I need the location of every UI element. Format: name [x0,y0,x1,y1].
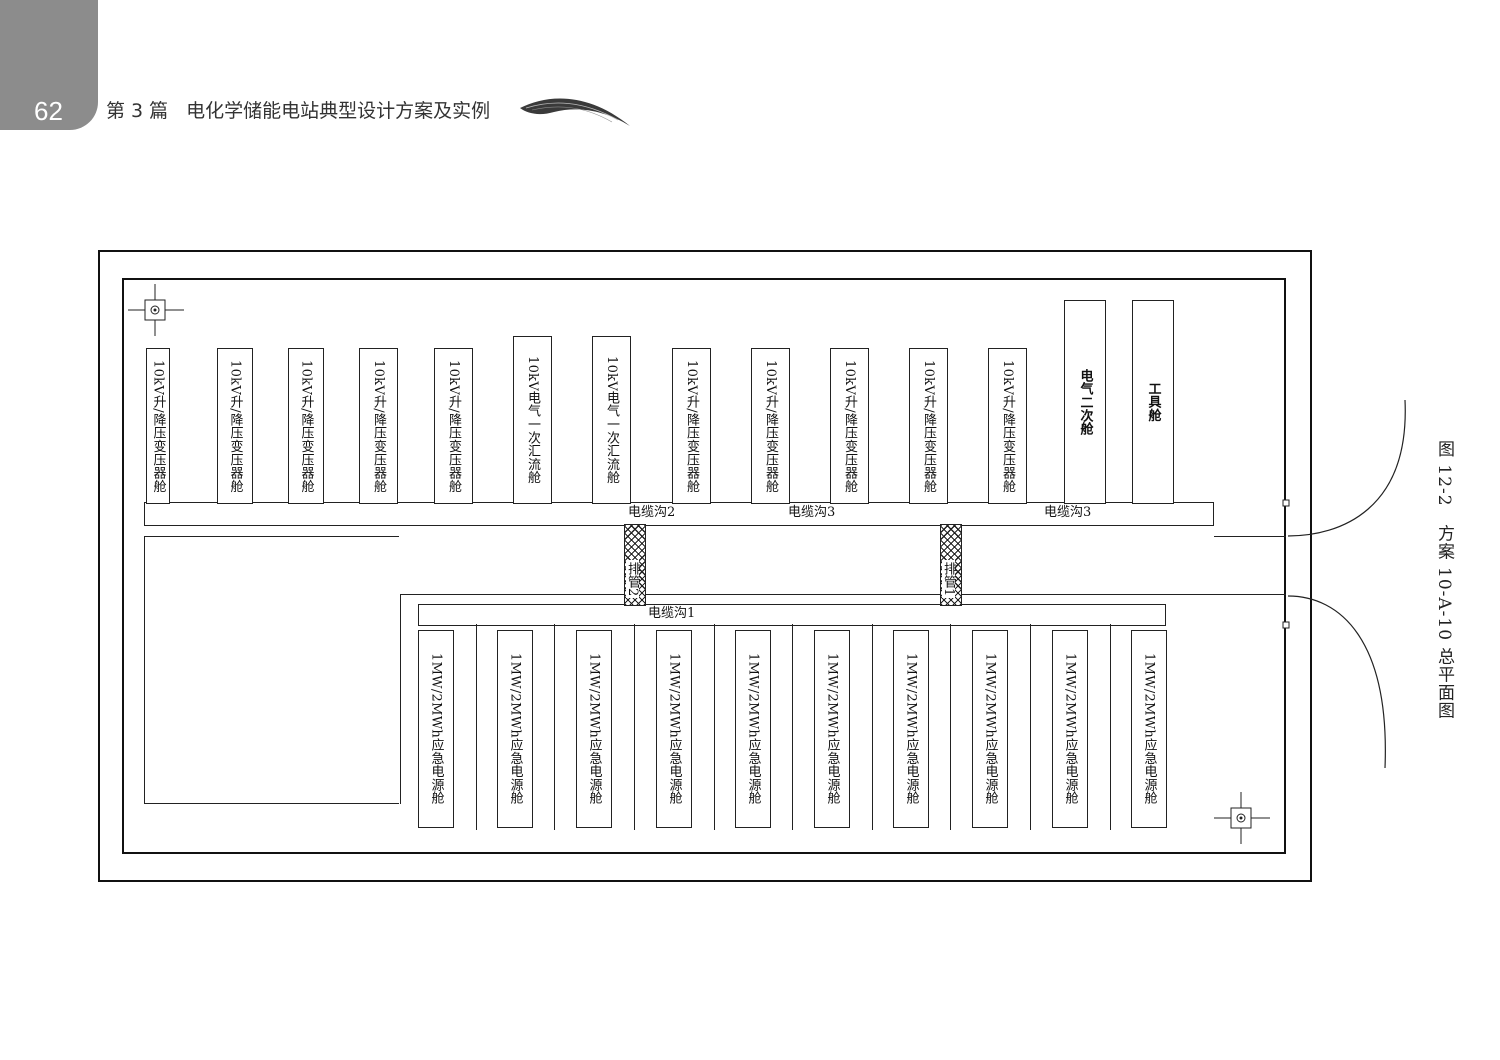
tool-cabin: 工具舱 [1132,300,1174,504]
yard-outline-upper-right [1214,536,1286,537]
emergency-power-cabin: 1MW/2MWh应急电源舱 [735,630,771,828]
trench-label-3b: 电缆沟3 [1042,505,1094,520]
running-head-part: 第 3 篇 [106,100,169,122]
bay-divider [872,624,873,830]
transformer-cabin: 10kV升/降压变压器舱 [909,348,948,504]
transformer-cabin: 10kV升/降压变压器舱 [434,348,473,504]
transformer-cabin: 10kV升/降压变压器舱 [217,348,253,504]
busbar-cabin: 10kV电气一次汇流舱 [513,336,552,504]
trench-label-3a: 电缆沟3 [786,505,838,520]
outer-boundary [98,250,1312,882]
emergency-power-cabin: 1MW/2MWh应急电源舱 [656,630,692,828]
running-head: 第 3 篇电化学储能电站典型设计方案及实例 [106,98,490,124]
secondary-equipment-cabin: 电气二次舱 [1064,300,1106,504]
emergency-power-cabin: 1MW/2MWh应急电源舱 [972,630,1008,828]
transformer-cabin: 10kV升/降压变压器舱 [146,348,170,504]
trench-label-1: 电缆沟1 [646,606,698,621]
bay-divider [1110,624,1111,830]
transformer-cabin: 10kV升/降压变压器舱 [988,348,1027,504]
emergency-power-cabin: 1MW/2MWh应急电源舱 [1131,630,1167,828]
cable-trench-upper [144,502,1214,526]
site-plan-drawing: 电缆沟2 电缆沟3 电缆沟3 电缆沟1 排管2 排管1 10kV升/降压变压器舱… [98,250,1312,882]
transformer-cabin: 10kV升/降压变压器舱 [751,348,790,504]
bay-divider [792,624,793,830]
emergency-power-cabin: 1MW/2MWh应急电源舱 [418,630,454,828]
yard-outline-upper [144,536,399,804]
yard-outline-lower [400,594,1286,595]
transformer-cabin: 10kV升/降压变压器舱 [288,348,324,504]
page-number-tab: 62 [0,0,98,130]
conduit-label-2: 排管2 [625,560,640,599]
transformer-cabin: 10kV升/降压变压器舱 [359,348,398,504]
fence-line [122,278,1286,854]
bay-divider [950,624,951,830]
page-number: 62 [34,96,63,126]
yard-outline-link [400,594,401,804]
emergency-power-cabin: 1MW/2MWh应急电源舱 [893,630,929,828]
bay-divider [634,624,635,830]
figure-caption: 图 12-2 方案 10-A-10 总平面图 [1434,440,1454,720]
busbar-cabin: 10kV电气一次汇流舱 [592,336,631,504]
bay-divider [714,624,715,830]
trench-label-2: 电缆沟2 [626,505,678,520]
feather-ornament-icon [520,98,630,126]
transformer-cabin: 10kV升/降压变压器舱 [830,348,869,504]
running-head-title: 电化学储能电站典型设计方案及实例 [186,100,491,122]
emergency-power-cabin: 1MW/2MWh应急电源舱 [576,630,612,828]
emergency-power-cabin: 1MW/2MWh应急电源舱 [814,630,850,828]
emergency-power-cabin: 1MW/2MWh应急电源舱 [1052,630,1088,828]
transformer-cabin: 10kV升/降压变压器舱 [672,348,711,504]
conduit-label-1: 排管1 [941,560,956,599]
bay-divider [476,624,477,830]
bay-divider [554,624,555,830]
bay-divider [1030,624,1031,830]
cable-trench-lower [418,604,1166,626]
emergency-power-cabin: 1MW/2MWh应急电源舱 [497,630,533,828]
